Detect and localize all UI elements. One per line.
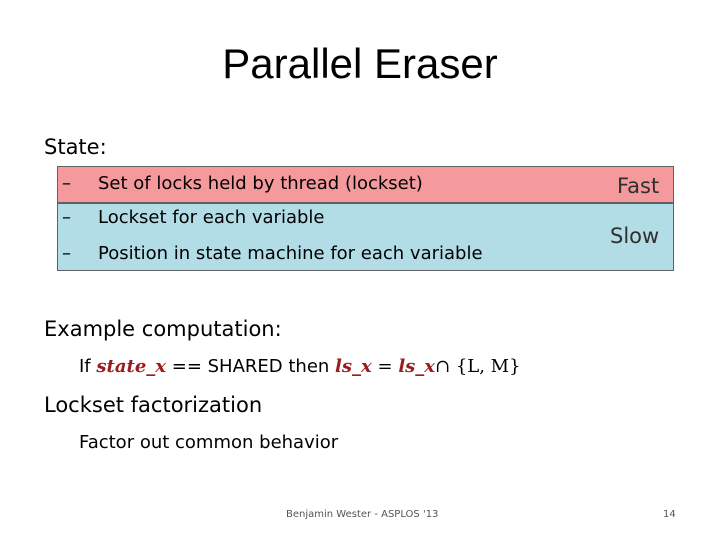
slow-label: Slow	[610, 224, 660, 248]
bullet-dash: –	[62, 207, 71, 228]
bullet-dash: –	[62, 243, 71, 264]
bullet-text: Position in state machine for each varia…	[98, 243, 483, 264]
state-heading: State:	[44, 135, 107, 159]
factorization-heading: Lockset factorization	[44, 393, 263, 417]
bullet-text: Set of locks held by thread (lockset)	[98, 173, 423, 194]
if-keyword: If	[79, 356, 91, 377]
page-number: 14	[663, 509, 676, 520]
slow-highlight-box	[57, 203, 674, 271]
factor-text: Factor out common behavior	[79, 432, 339, 453]
bullet-dash: –	[62, 173, 71, 194]
fast-label: Fast	[617, 174, 660, 198]
fast-highlight-box	[57, 166, 674, 203]
assign-operator: =	[377, 356, 393, 377]
lockset-variable: ls_x	[335, 356, 372, 377]
bullet-item: – Lockset for each variable	[60, 207, 325, 228]
slide-title: Parallel Eraser	[222, 40, 498, 87]
intersection-expression: ∩ {L, M}	[435, 356, 521, 377]
bullet-text: Lockset for each variable	[98, 207, 325, 228]
equals-shared-text: == SHARED then	[171, 356, 330, 377]
bullet-item: – Position in state machine for each vari…	[60, 243, 483, 264]
lockset-variable-rhs: ls_x	[398, 356, 436, 377]
bullet-item: – Set of locks held by thread (lockset)	[60, 173, 423, 194]
example-heading: Example computation:	[44, 317, 282, 341]
state-variable: state_x	[96, 356, 166, 377]
example-line: If state_x == SHARED then ls_x = ls_x∩ {…	[79, 356, 521, 377]
footer-author: Benjamin Wester - ASPLOS '13	[286, 509, 439, 520]
